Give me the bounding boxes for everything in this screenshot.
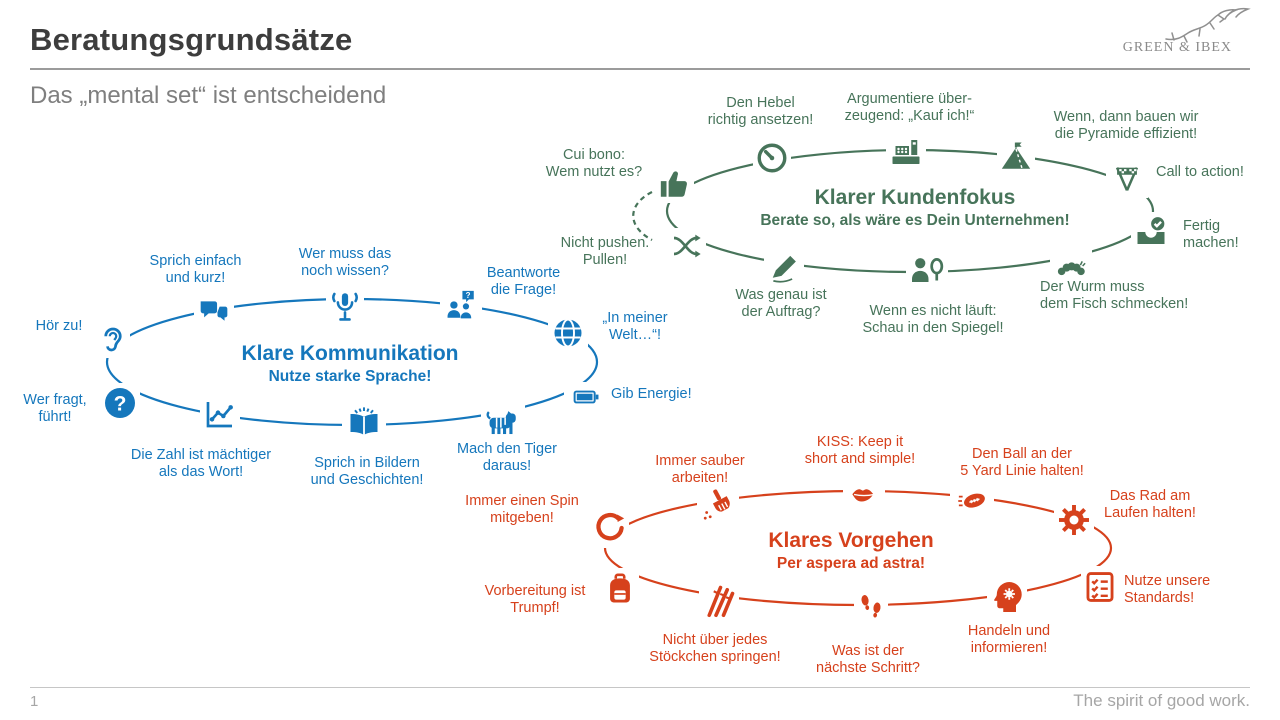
group-subtitle: Nutze starke Sprache! bbox=[268, 368, 432, 385]
item-label: Nutze unsere Standards! bbox=[1124, 573, 1211, 606]
globe-icon bbox=[548, 313, 588, 353]
checklist-icon bbox=[1081, 566, 1119, 608]
item-label: Nicht über jedes Stöckchen springen! bbox=[649, 632, 781, 665]
item-label: Wer muss das noch wissen? bbox=[298, 246, 392, 279]
ibex-icon bbox=[1165, 7, 1251, 43]
item-label: Die Zahl ist mächtiger als das Wort! bbox=[130, 447, 272, 480]
spin-arrow-icon bbox=[591, 508, 629, 548]
tiger-icon bbox=[481, 403, 525, 441]
pen-icon bbox=[764, 252, 804, 286]
footprints-icon bbox=[854, 586, 888, 628]
item-label: Wenn, dann bauen wir die Pyramide effizi… bbox=[1053, 109, 1199, 142]
item-label: Hör zu! bbox=[35, 318, 83, 334]
mirror-icon bbox=[906, 250, 948, 290]
hand-brush-icon bbox=[697, 485, 739, 523]
item-label: Sprich einfach und kurz! bbox=[149, 253, 242, 286]
item-label: Argumentiere über- zeugend: „Kauf ich!“ bbox=[844, 91, 975, 124]
question-mark-icon: ? bbox=[100, 383, 140, 423]
item-label: Cui bono: Wem nutzt es? bbox=[545, 147, 643, 180]
footer-tagline: The spirit of good work. bbox=[1073, 691, 1250, 710]
group-title: Klarer Kundenfokus bbox=[814, 186, 1016, 209]
group-kommunikation: Klare Kommunikation Nutze starke Sprache… bbox=[220, 342, 480, 386]
gauge-icon bbox=[753, 139, 791, 177]
item-label: Den Ball an der 5 Yard Linie halten! bbox=[960, 446, 1084, 479]
item-label: Vorbereitung ist Trumpf! bbox=[484, 583, 586, 616]
battery-icon bbox=[564, 382, 608, 412]
people-question-icon: ? bbox=[440, 286, 482, 324]
item-label: Der Wurm muss dem Fisch schmecken! bbox=[1040, 279, 1189, 312]
svg-text:?: ? bbox=[114, 393, 127, 416]
item-label: Beantworte die Frage! bbox=[486, 265, 561, 298]
group-subtitle: Per aspera ad astra! bbox=[776, 555, 926, 572]
svg-text:?: ? bbox=[466, 291, 471, 300]
group-vorgehen: Klares Vorgehen Per aspera ad astra! bbox=[740, 529, 962, 573]
thumbs-up-icon bbox=[656, 165, 694, 203]
header-divider bbox=[30, 68, 1250, 70]
item-label: Was genau ist der Auftrag? bbox=[735, 287, 827, 320]
microphone-icon bbox=[326, 285, 364, 327]
footer-divider bbox=[30, 687, 1250, 688]
item-label: Das Rad am Laufen halten! bbox=[1104, 488, 1196, 521]
item-label: Wer fragt, führt! bbox=[23, 392, 87, 425]
item-label: Nicht pushen. Pullen! bbox=[560, 235, 650, 268]
lips-icon bbox=[843, 478, 885, 510]
ear-icon bbox=[96, 320, 130, 358]
storybook-icon bbox=[342, 403, 386, 443]
backpack-icon bbox=[601, 568, 639, 610]
item-label: Gib Energie! bbox=[611, 386, 692, 402]
group-subtitle: Berate so, als wäre es Dein Unternehmen! bbox=[760, 212, 1070, 229]
worm-icon bbox=[1050, 250, 1092, 284]
item-label: Wenn es nicht läuft: Schau in den Spiege… bbox=[862, 303, 1004, 336]
page-number: 1 bbox=[30, 693, 39, 710]
page-title: Beratungsgrundsätze bbox=[30, 22, 353, 57]
logo-text: GREEN & IBEX bbox=[1122, 40, 1232, 55]
head-gear-icon bbox=[987, 576, 1027, 618]
item-label: Call to action! bbox=[1156, 164, 1244, 180]
done-tray-icon bbox=[1131, 212, 1171, 252]
item-label: Den Hebel richtig ansetzen! bbox=[707, 95, 814, 128]
pyramid-flag-icon bbox=[997, 137, 1035, 175]
group-title: Klares Vorgehen bbox=[768, 529, 934, 552]
item-label: Sprich in Bildern und Geschichten! bbox=[310, 455, 424, 488]
item-label: „In meiner Welt…“! bbox=[602, 310, 668, 343]
group-kundenfokus: Klarer Kundenfokus Berate so, als wäre e… bbox=[745, 186, 1085, 230]
item-label: Fertig machen! bbox=[1183, 218, 1239, 251]
item-label: Handeln und informieren! bbox=[967, 623, 1051, 656]
item-label: Immer einen Spin mitgeben! bbox=[465, 493, 579, 526]
gear-icon bbox=[1054, 500, 1094, 540]
item-label: Mach den Tiger daraus! bbox=[457, 441, 557, 474]
item-label: Was ist der nächste Schritt? bbox=[816, 643, 920, 676]
sticks-icon bbox=[699, 580, 739, 622]
race-flags-icon bbox=[1106, 160, 1148, 198]
item-label: KISS: Keep it short and simple! bbox=[804, 434, 916, 467]
cash-register-icon bbox=[886, 132, 926, 172]
pull-arrows-icon bbox=[666, 228, 706, 264]
slide-subtitle: Das „mental set“ ist entscheidend bbox=[30, 82, 387, 109]
group-title: Klare Kommunikation bbox=[241, 342, 459, 365]
item-label: Immer sauber arbeiten! bbox=[655, 453, 745, 486]
football-icon bbox=[950, 484, 994, 518]
line-chart-icon bbox=[200, 396, 240, 432]
speech-bubbles-icon bbox=[194, 294, 234, 330]
